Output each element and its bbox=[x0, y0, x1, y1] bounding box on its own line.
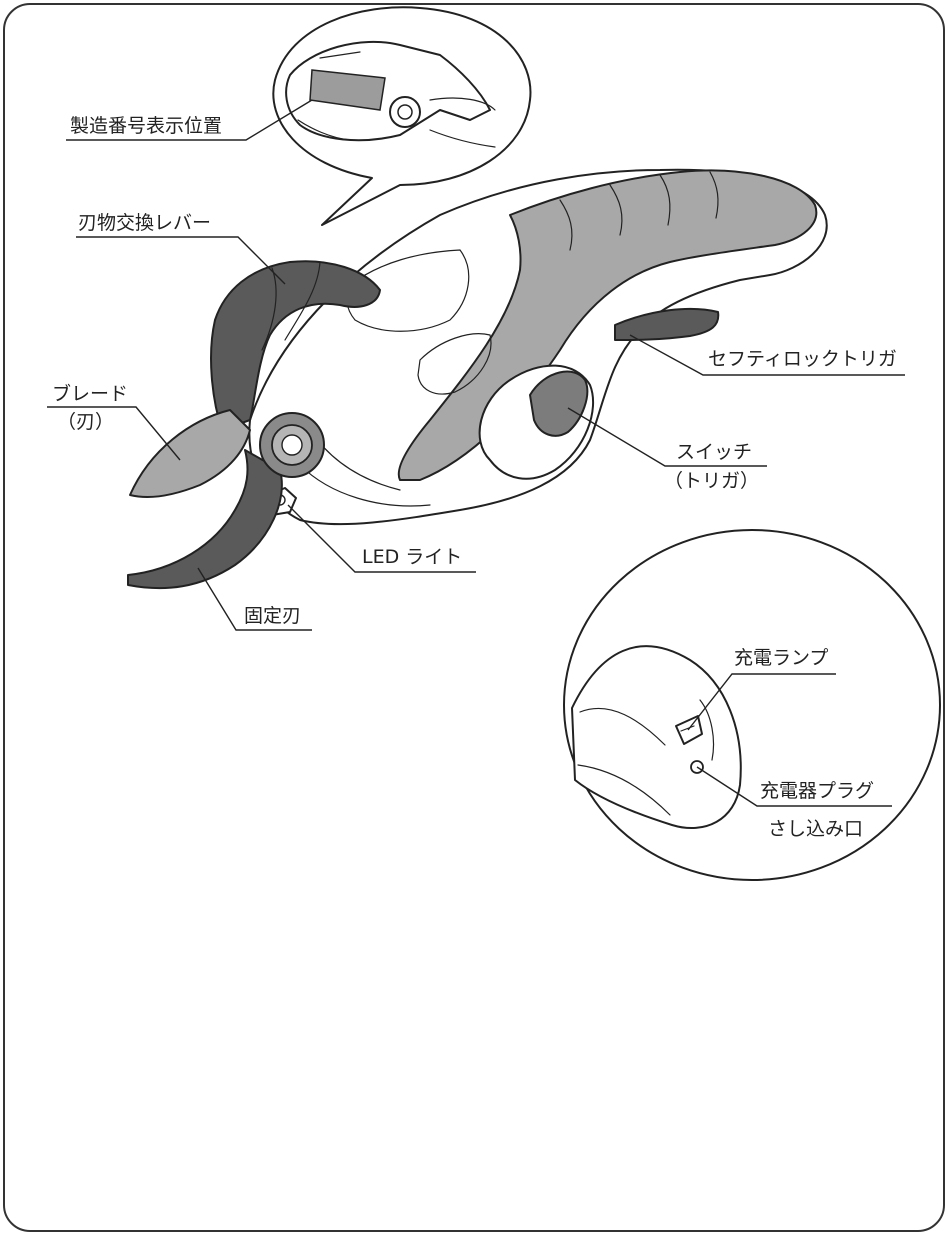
label-charge-lamp: 充電ランプ bbox=[734, 647, 828, 669]
label-blade-line2: （刃） bbox=[57, 411, 114, 433]
blade-lever bbox=[210, 260, 381, 431]
label-safety-lock-trigger: セフティロックトリガ bbox=[708, 348, 897, 370]
label-led-light: LED ライト bbox=[362, 546, 462, 568]
label-serial-position: 製造番号表示位置 bbox=[70, 115, 222, 137]
upper-blade bbox=[129, 409, 251, 498]
pruner-body bbox=[248, 168, 828, 526]
label-blade-lever: 刃物交換レバー bbox=[78, 212, 211, 234]
label-fixed-blade: 固定刃 bbox=[244, 605, 301, 627]
label-charger-plug-line2: さし込み口 bbox=[768, 818, 863, 840]
label-charger-plug-line1: 充電器プラグ bbox=[760, 780, 874, 802]
label-switch-line2: （トリガ） bbox=[664, 470, 759, 492]
label-switch-line1: スイッチ bbox=[676, 441, 752, 463]
page-border bbox=[3, 3, 945, 1232]
label-blade-line1: ブレード bbox=[52, 382, 128, 405]
pivot-bolt bbox=[259, 412, 325, 478]
serial-zoom-bubble bbox=[272, 6, 532, 226]
charging-zoom-circle bbox=[563, 529, 941, 881]
